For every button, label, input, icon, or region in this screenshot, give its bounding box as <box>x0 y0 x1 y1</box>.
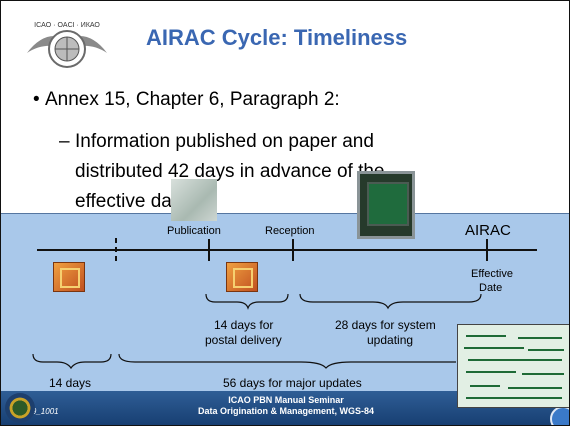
sub-bullet-dash: – <box>59 131 70 152</box>
postal-label-1: 14 days for <box>214 318 274 332</box>
footer-line-2: Data Origination & Management, WGS-84 <box>197 406 375 416</box>
effective-label-2: Date <box>479 282 503 294</box>
tick-start-a <box>115 238 117 243</box>
navigation-chart-thumbnail <box>457 324 569 408</box>
paper-document-photo <box>171 179 217 221</box>
sub-bullet-line-1: Information published on paper and <box>75 131 374 152</box>
airac-label: AIRAC <box>465 222 511 239</box>
slide-id: 059_1001 <box>23 407 59 416</box>
system-label-1: 28 days for system <box>335 318 436 332</box>
tick-start-b <box>115 247 117 252</box>
bullet-dot-icon: • <box>33 89 40 110</box>
tick-airac <box>486 239 488 261</box>
footer-line-1: ICAO PBN Manual Seminar <box>228 395 344 405</box>
reception-label: Reception <box>265 225 315 237</box>
globe-icon <box>550 406 569 425</box>
svg-text:ICAO · OACI · ИКАО: ICAO · OACI · ИКАО <box>34 22 100 29</box>
bullet-text: Annex 15, Chapter 6, Paragraph 2: <box>45 89 340 110</box>
timeline-braces <box>32 293 482 370</box>
tick-publication <box>208 239 210 261</box>
icao-emblem-icon: ICAO · OACI · ИКАО <box>27 22 107 68</box>
publication-label: Publication <box>167 225 221 237</box>
tick-reception <box>292 239 294 261</box>
slide-title: AIRAC Cycle: Timeliness <box>146 25 408 50</box>
timeline-band: Publication Reception AIRAC Effective Da… <box>1 213 569 392</box>
days-14-label: 14 days <box>49 376 92 390</box>
effective-label-1: Effective <box>471 268 513 280</box>
cockpit-display-photo <box>357 171 415 239</box>
sub-bullet-line-2: distributed 42 days in advance of the <box>75 161 385 182</box>
sub-bullet-line-3: effective date <box>75 191 188 212</box>
days-56-label: 56 days for major updates <box>223 376 362 390</box>
system-label-2: updating <box>367 333 414 347</box>
tick-start-c <box>115 256 117 261</box>
faa-seal-icon <box>5 393 35 423</box>
document-thumbnail-1 <box>53 262 85 292</box>
document-thumbnail-2 <box>226 262 258 292</box>
postal-label-2: postal delivery <box>205 333 282 347</box>
timeline-axis <box>37 249 537 251</box>
